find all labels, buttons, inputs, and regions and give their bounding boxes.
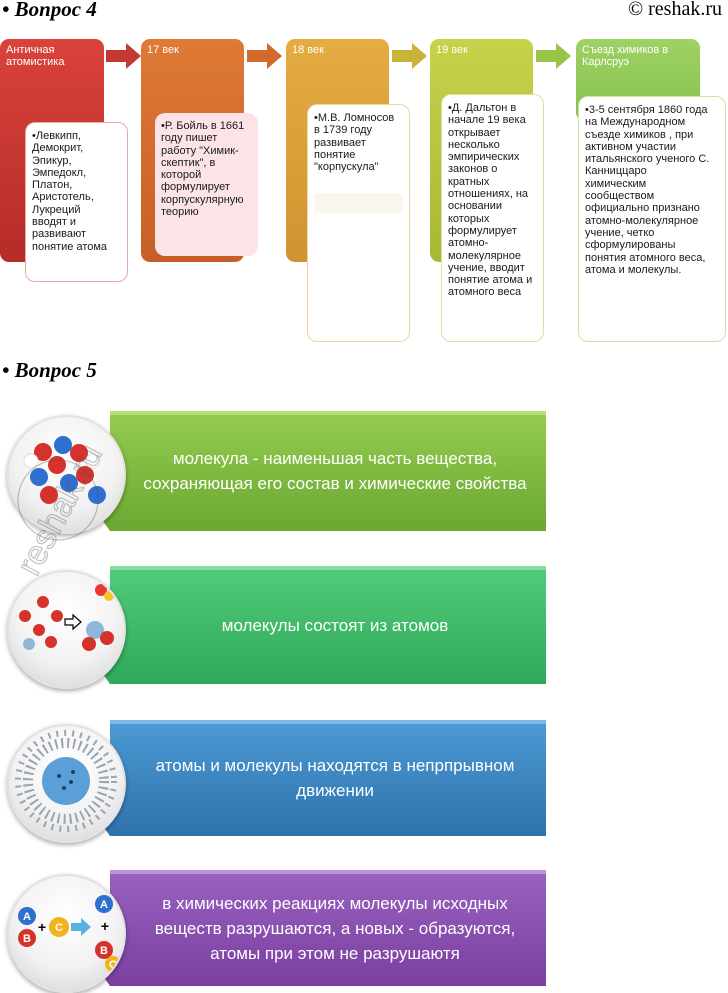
banner-shape — [96, 411, 546, 531]
atoms-to-molecule-icon — [7, 570, 126, 689]
banner-shape — [96, 870, 546, 986]
reaction-letter-a: A — [100, 899, 108, 911]
card-text: •Р. Бойль в 1661 году пишет работу "Хими… — [161, 120, 245, 219]
arrow-right-icon — [536, 43, 571, 69]
reaction-letter-b: B — [100, 945, 108, 957]
banner-molecule-definition: молекула - наименьшая часть вещества, со… — [96, 411, 546, 531]
banner-molecules-of-atoms: молекулы состоят из атомов — [96, 566, 546, 684]
banner-text: молекула - наименьшая часть вещества, со… — [143, 449, 527, 493]
question-4-title: • Вопрос 4 — [2, 0, 97, 21]
reaction-letter-a: A — [23, 911, 31, 923]
stage-label: 17 век — [147, 44, 179, 56]
reaction-plus: + — [101, 918, 109, 934]
arrow-right-icon — [106, 43, 141, 69]
card-text: •3-5 сентября 1860 года на Международном… — [585, 104, 710, 276]
timeline-card-19th-century: •Д. Дальтон в начале 19 века открывает н… — [441, 94, 544, 342]
watermark: reshak.ru — [9, 438, 110, 582]
banner-shape — [96, 720, 546, 836]
card-text: •М.В. Ломносов в 1739 году развивает пон… — [314, 112, 395, 174]
banner-text: в химических реакциях молекулы исходных … — [154, 893, 516, 963]
reaction-plus: + — [38, 919, 46, 935]
stage-label: Съезд химиков в Карлсруэ — [582, 44, 669, 68]
particle-motion-icon — [7, 724, 126, 843]
card-gap — [314, 193, 403, 213]
timeline-card-karlsruhe-congress: •3-5 сентября 1860 года на Международном… — [578, 96, 726, 342]
banner-shape — [96, 566, 546, 684]
question-5-title: • Вопрос 5 — [2, 358, 97, 382]
banner-continuous-motion: атомы и молекулы находятся в непрпрывном… — [96, 720, 546, 836]
card-text: •Д. Дальтон в начале 19 века открывает н… — [448, 102, 533, 299]
reaction-letter-b: B — [23, 933, 31, 945]
banner-chemical-reactions: в химических реакциях молекулы исходных … — [96, 870, 546, 986]
banner-text: атомы и молекулы находятся в непрпрывном… — [155, 756, 515, 800]
stage-label: 19 век — [436, 44, 468, 56]
timeline-card-antiquity: •Левкипп, Демокрит, Эпикур, Эмпедокл, Пл… — [25, 122, 128, 282]
stage-label: 18 век — [292, 44, 324, 56]
copyright-text: © reshak.ru — [627, 0, 722, 20]
banner-text: молекулы состоят из атомов — [221, 615, 449, 635]
arrow-right-icon — [392, 43, 427, 69]
reaction-letter-c: C — [109, 959, 117, 971]
stage-label: Античная атомистика — [6, 44, 65, 68]
timeline-card-18th-century: •М.В. Ломносов в 1739 году развивает пон… — [307, 104, 410, 342]
card-text: •Левкипп, Демокрит, Эпикур, Эмпедокл, Пл… — [32, 130, 108, 253]
timeline-card-17th-century: •Р. Бойль в 1661 году пишет работу "Хими… — [155, 113, 258, 256]
molecule-cluster-icon — [7, 415, 126, 534]
reaction-letter-c: C — [55, 922, 63, 934]
arrow-right-icon — [247, 43, 282, 69]
reaction-abc-icon: A B + C A B + C — [7, 874, 126, 993]
